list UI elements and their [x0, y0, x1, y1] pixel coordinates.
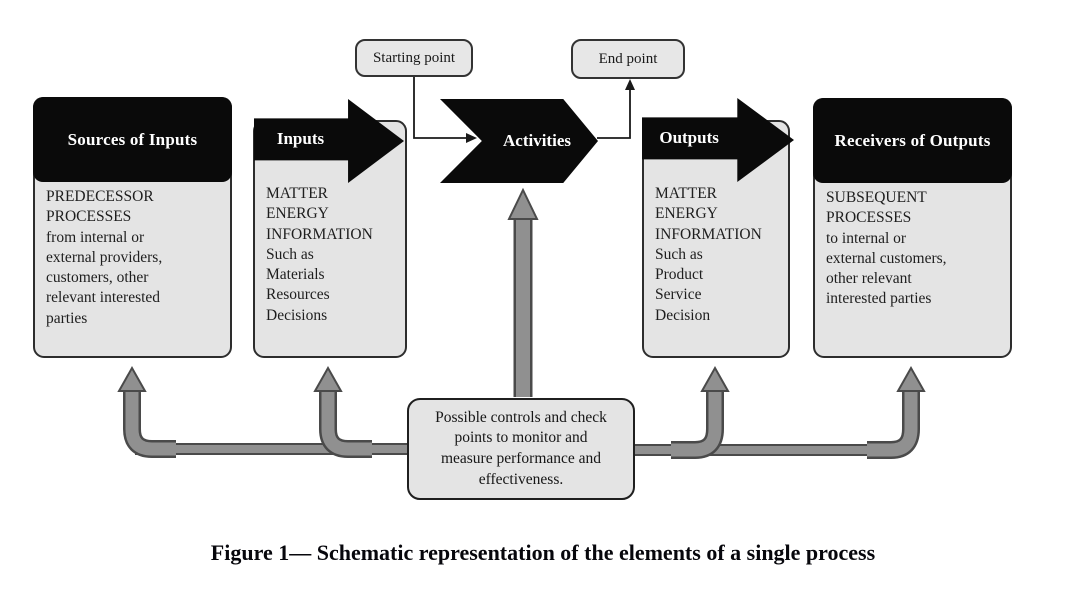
receivers-of-outputs-body-text: SUBSEQUENT PROCESSES to internal or exte…	[826, 189, 947, 308]
feedback-riser-sources	[125, 387, 176, 456]
end-point-box: End point	[571, 39, 685, 79]
end-point-connector-line	[597, 89, 631, 139]
sources-of-inputs-title: Sources of Inputs	[67, 129, 198, 149]
feedback-riser-inputs	[321, 387, 372, 456]
starting-point-label: Starting point	[372, 49, 456, 66]
starting-point-connector-line	[413, 77, 467, 139]
sources-of-inputs-body-text: PREDECESSOR PROCESSES from internal or e…	[46, 188, 163, 327]
feedback-arrowhead-receivers-icon	[896, 365, 926, 392]
starting-point-box: Starting point	[355, 39, 473, 77]
activities-title: Activities	[503, 131, 571, 150]
controls-box: Possible controls and check points to mo…	[407, 398, 635, 500]
feedback-riser-outputs	[671, 387, 722, 457]
end-point-connector-arrowhead-icon	[625, 79, 635, 90]
receivers-of-outputs-box: Receivers of Outputs SUBSEQUENT PROCESSE…	[813, 98, 1012, 358]
end-point-label: End point	[598, 50, 658, 67]
sources-of-inputs-header: Sources of Inputs	[33, 97, 232, 182]
receivers-of-outputs-title: Receivers of Outputs	[834, 130, 991, 150]
control-arrowhead-activities-icon	[507, 187, 539, 220]
controls-text: Possible controls and check points to mo…	[435, 408, 607, 488]
figure-caption: Figure 1— Schematic representation of th…	[210, 540, 876, 565]
feedback-arrowhead-sources-icon	[117, 365, 147, 392]
feedback-riser-receivers	[867, 387, 918, 457]
sources-of-inputs-box: Sources of Inputs PREDECESSOR PROCESSES …	[33, 97, 232, 358]
feedback-arrowhead-inputs-icon	[313, 365, 343, 392]
receivers-of-outputs-header: Receivers of Outputs	[813, 98, 1012, 183]
inputs-body-text: MATTER ENERGY INFORMATION Such as Materi…	[266, 185, 373, 324]
inputs-title: Inputs	[276, 129, 325, 149]
feedback-arrowhead-outputs-icon	[700, 365, 730, 392]
outputs-body-text: MATTER ENERGY INFORMATION Such as Produc…	[655, 185, 762, 324]
starting-point-connector-arrowhead-icon	[466, 133, 477, 143]
outputs-title: Outputs	[659, 128, 719, 148]
